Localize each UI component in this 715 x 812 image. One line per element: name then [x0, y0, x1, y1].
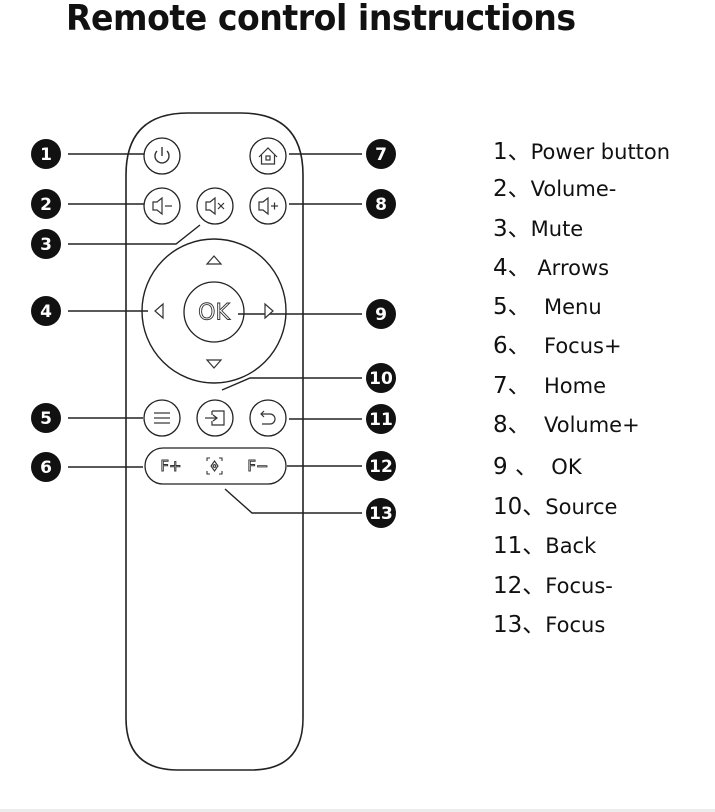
focus-icon	[206, 457, 223, 475]
callout-2: 2	[31, 189, 61, 219]
arrow-up-icon[interactable]	[205, 255, 223, 265]
bottom-divider	[0, 809, 715, 812]
leader-line-3	[68, 224, 201, 245]
back-icon	[260, 410, 276, 425]
source-icon	[205, 410, 225, 426]
legend-item: 9 、 OK	[493, 454, 582, 480]
focus-plus-label: F+	[160, 457, 181, 475]
focus-minus-label: F−	[247, 457, 268, 475]
callout-4: 4	[31, 296, 61, 326]
focus-bar: F+ F−	[144, 447, 287, 485]
legend-item: 10、Source	[493, 494, 618, 520]
mute-button[interactable]	[196, 187, 234, 225]
dpad: OK	[141, 238, 287, 384]
callout-9: 9	[366, 299, 396, 329]
legend-item: 2、Volume-	[493, 176, 617, 202]
leader-line-10	[221, 377, 362, 391]
callout-11: 11	[366, 404, 396, 434]
callout-8: 8	[366, 189, 396, 219]
leader-line-13	[224, 488, 362, 514]
legend-item: 13、Focus	[493, 612, 606, 638]
legend-item: 3、Mute	[493, 216, 584, 242]
power-icon	[154, 147, 170, 164]
svg-text:11: 11	[369, 410, 393, 430]
arrow-left-icon[interactable]	[154, 302, 164, 320]
power-button[interactable]	[143, 137, 181, 175]
callout-5: 5	[31, 403, 61, 433]
svg-text:9: 9	[375, 305, 387, 325]
focus-plus-button[interactable]: F+	[160, 457, 182, 476]
svg-text:10: 10	[369, 369, 393, 389]
leader-lines	[68, 153, 362, 514]
mute-icon	[205, 196, 225, 216]
svg-text:6: 6	[40, 458, 52, 478]
volume-down-icon	[152, 196, 172, 216]
home-button[interactable]	[249, 137, 287, 175]
svg-text:7: 7	[375, 145, 387, 165]
arrow-right-icon[interactable]	[264, 302, 274, 320]
callout-3: 3	[31, 229, 61, 259]
back-button[interactable]	[249, 399, 287, 437]
callout-13: 13	[366, 498, 396, 528]
svg-text:1: 1	[40, 145, 52, 165]
menu-icon	[154, 412, 170, 424]
svg-text:5: 5	[40, 409, 52, 429]
volume-down-button[interactable]	[143, 187, 181, 225]
svg-text:2: 2	[40, 195, 52, 215]
legend-item: 8、 Volume+	[493, 412, 640, 438]
menu-button[interactable]	[143, 399, 181, 437]
svg-text:8: 8	[375, 195, 387, 215]
legend-item: 12、Focus-	[493, 573, 613, 599]
legend-item: 11、Back	[493, 533, 597, 559]
volume-up-icon	[258, 196, 278, 216]
arrow-down-icon[interactable]	[205, 359, 223, 369]
ok-label: OK	[198, 301, 230, 326]
callout-1: 1	[31, 139, 61, 169]
callout-7: 7	[366, 139, 396, 169]
svg-text:4: 4	[40, 302, 52, 322]
source-button[interactable]	[196, 399, 234, 437]
callout-10: 10	[366, 363, 396, 393]
focus-button[interactable]	[206, 457, 223, 475]
svg-text:12: 12	[369, 457, 393, 477]
legend-item: 1、Power button	[493, 139, 671, 165]
remote-body	[125, 112, 304, 771]
volume-up-button[interactable]	[249, 187, 287, 225]
callout-12: 12	[366, 451, 396, 481]
callout-6: 6	[31, 452, 61, 482]
legend-item: 6、 Focus+	[493, 333, 622, 359]
legend-item: 7、 Home	[493, 373, 607, 399]
legend-item: 4、 Arrows	[493, 255, 610, 281]
ok-button[interactable]: OK	[183, 281, 245, 343]
svg-text:13: 13	[369, 504, 393, 524]
svg-text:3: 3	[40, 235, 52, 255]
home-icon	[258, 147, 278, 165]
focus-minus-button[interactable]: F−	[247, 457, 269, 476]
page-title: Remote control instructions	[66, 0, 576, 39]
legend-item: 5、 Menu	[493, 294, 602, 320]
